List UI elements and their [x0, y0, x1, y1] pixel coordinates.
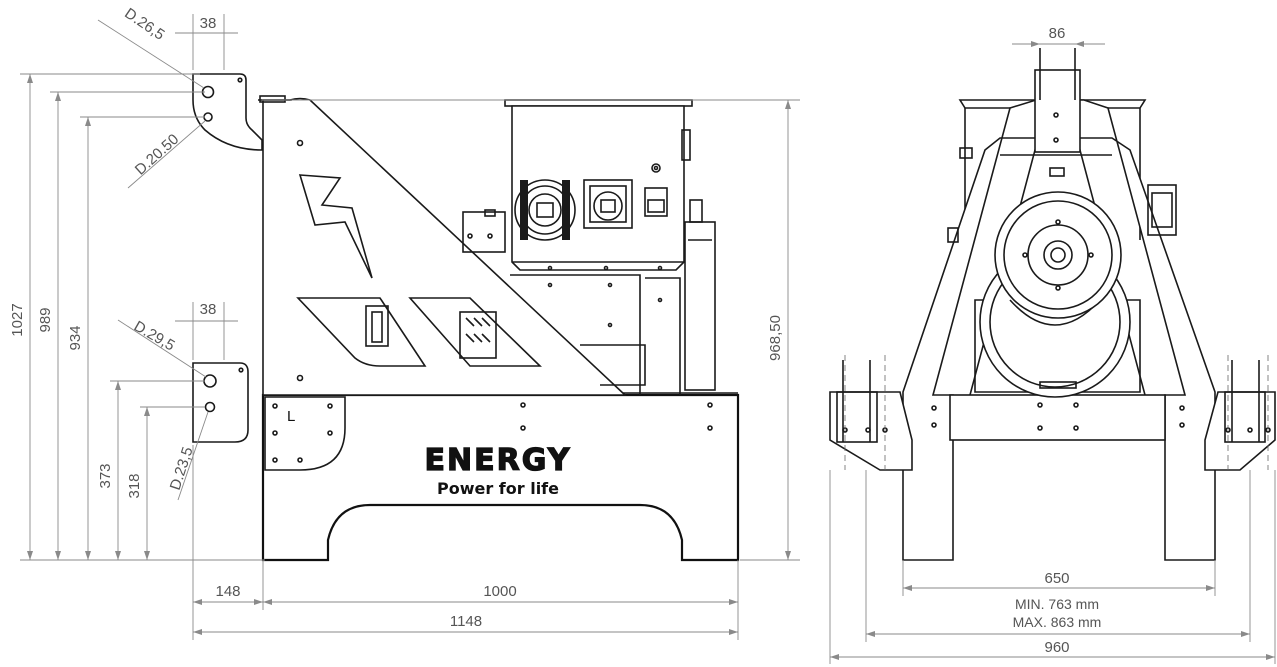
dim-top-width: 86 [1049, 25, 1066, 42]
dim-top-upper-dia: D.26,5 [121, 5, 167, 44]
dim-bottom-upper-dia: D.29,5 [131, 318, 178, 355]
energy-logo: ENERGY Power for life [424, 442, 572, 498]
alternator [974, 191, 1141, 398]
top-lifting-bracket [192, 73, 263, 151]
frame-window-left [296, 297, 427, 367]
dim-top-lower-dia: D.20.50 [132, 131, 182, 179]
dim-height-989: 989 [37, 307, 54, 332]
control-box [504, 99, 693, 271]
dim-length-1000: 1000 [483, 583, 516, 600]
side-marker: L [287, 408, 295, 425]
dim-height-934: 934 [67, 325, 84, 350]
dim-offset-148: 148 [215, 583, 240, 600]
small-socket [644, 187, 668, 217]
side-view: L [9, 5, 800, 640]
lightning-bolt-icon [298, 174, 373, 279]
dim-height-373: 373 [97, 463, 114, 488]
dim-inner-width: 650 [1044, 570, 1069, 587]
logo-text: ENERGY [425, 443, 572, 478]
dim-track-min: MIN. 763 mm [1015, 596, 1099, 612]
frame-window-right [408, 297, 542, 367]
round-socket [514, 179, 576, 241]
dim-top-hole-spacing: 38 [200, 15, 217, 32]
dim-outer-width: 960 [1044, 639, 1069, 656]
front-view: 86 650 MIN. 763 mm MAX. 863 mm 960 [829, 25, 1276, 664]
corner-plate [264, 396, 346, 471]
square-socket [583, 179, 633, 229]
front-dimensions: 86 650 MIN. 763 mm MAX. 863 mm 960 [829, 25, 1276, 664]
front-base [949, 394, 1166, 441]
dim-length-1148: 1148 [450, 613, 482, 630]
dim-bottom-hole-spacing: 38 [200, 301, 217, 318]
tagline-text: Power for life [437, 479, 559, 498]
dim-bottom-lower-dia: D.23,5 [167, 445, 197, 492]
bottom-lifting-bracket [192, 362, 249, 443]
dim-track-max: MAX. 863 mm [1013, 614, 1102, 630]
base-frame [261, 393, 740, 562]
dim-overall-height: 1027 [9, 303, 26, 336]
engine-detail [365, 305, 497, 359]
dim-height-318: 318 [126, 473, 143, 498]
dim-frame-height: 968,50 [767, 315, 784, 361]
rear-housing [510, 199, 716, 395]
